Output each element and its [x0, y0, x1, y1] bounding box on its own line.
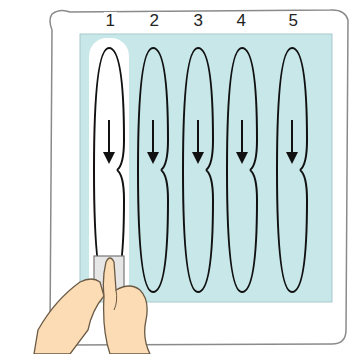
column-number: 1: [104, 12, 117, 30]
screen-area: [80, 34, 332, 302]
finger-line: [114, 290, 117, 310]
loop-arrows: [109, 120, 292, 158]
column-number: 4: [235, 12, 248, 30]
wipe-loops: [94, 48, 307, 292]
column-number: 2: [148, 12, 161, 30]
right-hand: [103, 258, 150, 354]
column-number: 5: [287, 12, 300, 30]
left-hand: [34, 279, 104, 354]
column-number: 3: [192, 12, 205, 30]
